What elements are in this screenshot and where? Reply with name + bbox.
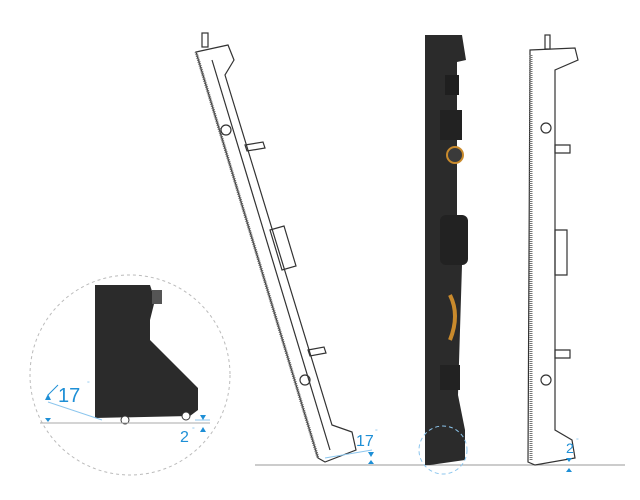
detail-tilt-angle-unit: ° [87, 380, 90, 388]
angle-markers [324, 449, 572, 472]
tilted-cabinet [194, 32, 357, 463]
tilt-angle-label: 17 [356, 433, 374, 450]
detail-callout-circle [418, 425, 468, 475]
base-angle-unit: ° [576, 437, 579, 445]
side-cabinet-black [425, 35, 468, 465]
detail-tilt-angle-label: 17 [58, 385, 80, 407]
base-angle-label: 2 [566, 440, 574, 456]
upright-cabinet [527, 34, 579, 466]
detail-base-angle-label: 2 [180, 429, 189, 446]
detail-base-angle-unit: ° [192, 426, 195, 434]
tilt-angle-unit: ° [375, 428, 378, 436]
detail-view [29, 274, 231, 476]
